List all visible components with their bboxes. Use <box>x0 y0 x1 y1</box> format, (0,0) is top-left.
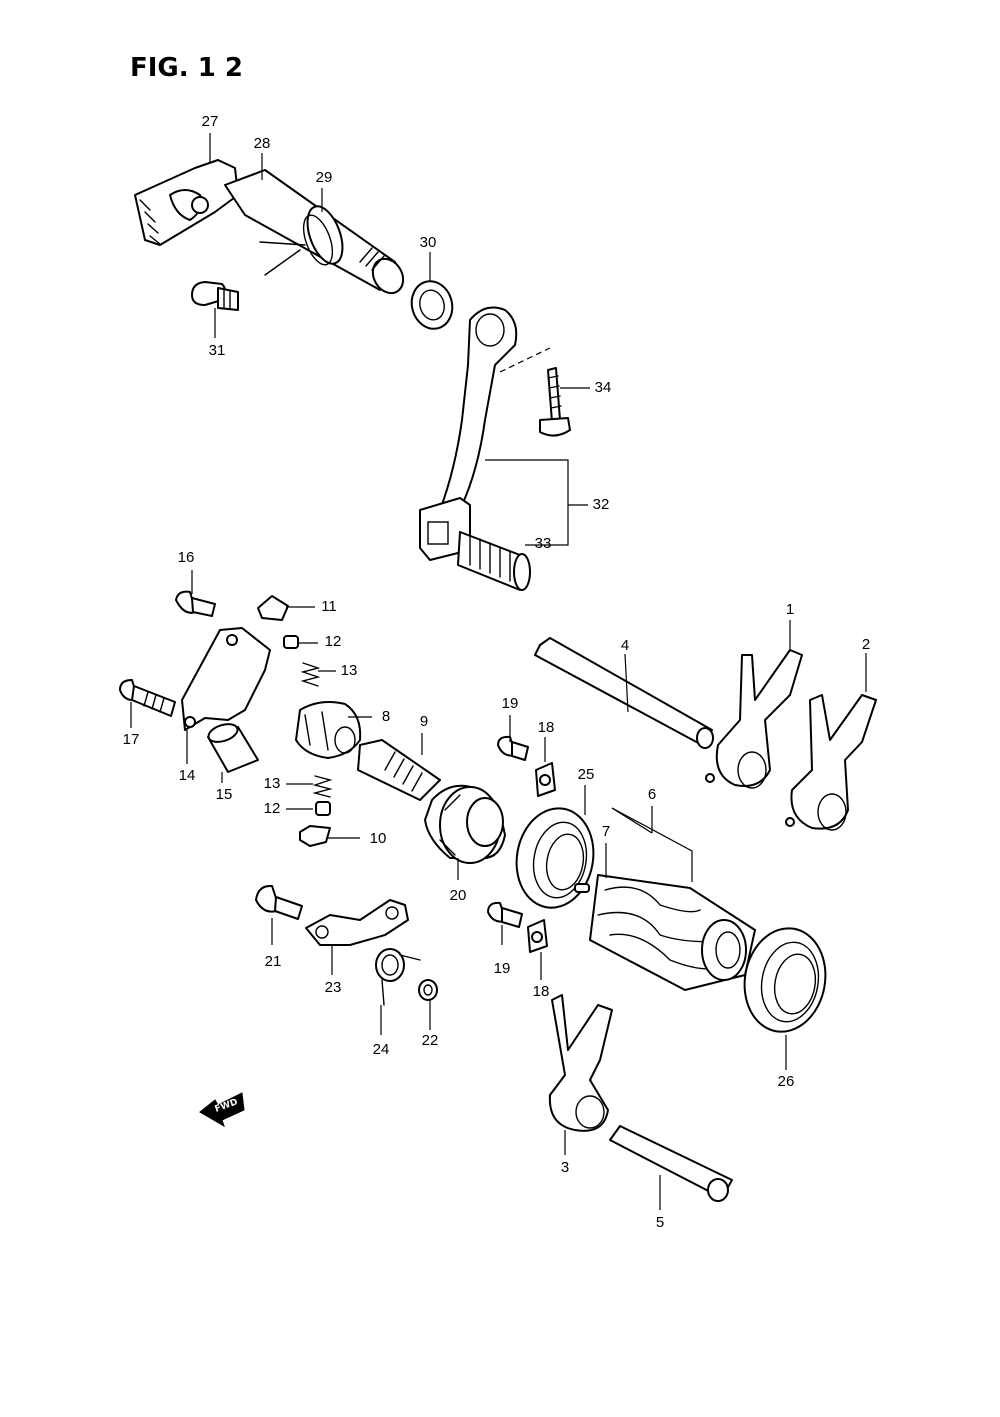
callout-13b: 13 <box>264 775 281 792</box>
oil-seal-30 <box>410 280 454 330</box>
callout-1: 1 <box>786 601 794 618</box>
callout-25: 25 <box>578 766 595 783</box>
callout-23: 23 <box>325 979 342 996</box>
callout-12b: 12 <box>264 800 281 817</box>
callout-20: 20 <box>450 887 467 904</box>
callout-18a: 18 <box>538 719 555 736</box>
callout-19b: 19 <box>494 960 511 977</box>
leader-lines <box>130 133 867 1210</box>
callout-34: 34 <box>595 379 612 396</box>
callout-31: 31 <box>209 342 226 359</box>
figure-title: FIG. 1 2 <box>130 53 243 83</box>
stopper-assembly <box>119 590 441 847</box>
callout-27: 27 <box>202 113 219 130</box>
callout-8: 8 <box>382 708 390 725</box>
callout-3: 3 <box>561 1159 569 1176</box>
callout-12a: 12 <box>325 633 342 650</box>
callout-22: 22 <box>422 1032 439 1049</box>
cam-guide-assembly <box>255 884 438 1006</box>
callout-14: 14 <box>179 767 196 784</box>
callout-9: 9 <box>420 713 428 730</box>
gearshift-lever-assembly <box>419 306 571 591</box>
callout-18b: 18 <box>533 983 550 1000</box>
callout-6: 6 <box>648 786 656 803</box>
callout-29: 29 <box>316 169 333 186</box>
callout-19a: 19 <box>502 695 519 712</box>
gearshift-shaft-assembly <box>134 159 405 311</box>
gearshift-drum-6 <box>574 874 756 991</box>
callout-labels: 27 28 29 30 31 34 32 33 16 11 12 13 8 9 … <box>123 113 871 1231</box>
bolts-and-washers-18-19 <box>487 735 556 953</box>
callout-5: 5 <box>656 1214 664 1231</box>
callout-28: 28 <box>254 135 271 152</box>
fork-3-and-shaft-5 <box>548 994 733 1202</box>
callout-16: 16 <box>178 549 195 566</box>
callout-33: 33 <box>535 535 552 552</box>
callout-13a: 13 <box>341 662 358 679</box>
callout-7: 7 <box>602 823 610 840</box>
callout-4: 4 <box>621 637 629 654</box>
callout-26: 26 <box>778 1073 795 1090</box>
callout-21: 21 <box>265 953 282 970</box>
fwd-arrow-icon: FWD <box>199 1092 245 1128</box>
callout-32: 32 <box>593 496 610 513</box>
callout-30: 30 <box>420 234 437 251</box>
callout-17: 17 <box>123 731 140 748</box>
callout-2: 2 <box>862 636 870 653</box>
gearshift-cam-20 <box>424 784 506 864</box>
callout-24: 24 <box>373 1041 390 1058</box>
callout-15: 15 <box>216 786 233 803</box>
bearing-26 <box>743 927 827 1033</box>
callout-10: 10 <box>370 830 387 847</box>
fork-shaft-and-forks-upper <box>534 637 877 831</box>
bearing-25 <box>515 807 595 909</box>
callout-11: 11 <box>321 598 337 615</box>
